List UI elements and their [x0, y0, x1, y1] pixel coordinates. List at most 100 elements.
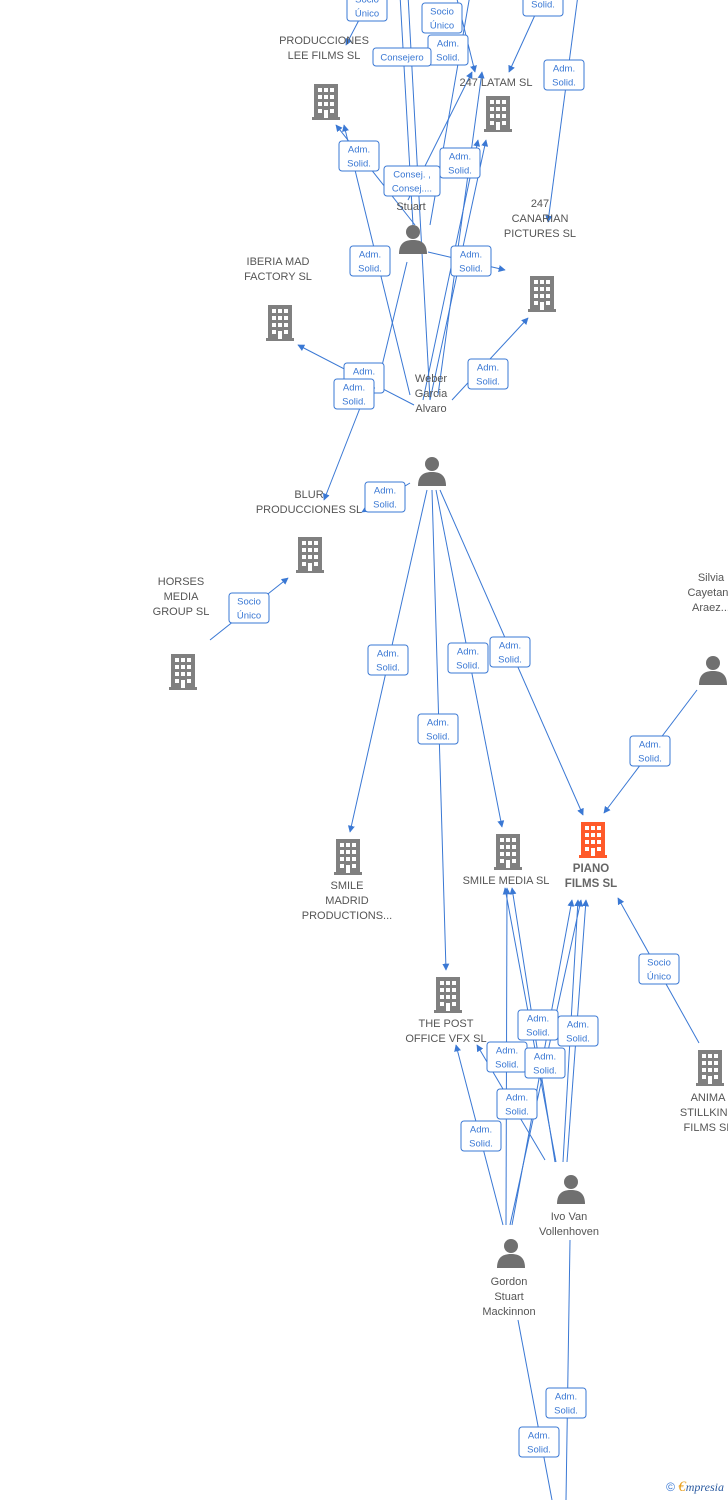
relation-label[interactable]: Adm.Solid. [517, 1009, 559, 1041]
edge-line [379, 261, 408, 375]
relation-label[interactable]: Adm.Solid. [450, 245, 492, 277]
relation-label[interactable]: Adm.Solid. [543, 59, 585, 91]
person-icon [497, 1239, 525, 1268]
edge-line [437, 71, 485, 396]
relation-label-box [518, 1426, 560, 1458]
relation-label-text: Solid. [495, 1060, 519, 1071]
relation-label[interactable]: Adm. Solid. [333, 378, 375, 410]
relation-label-text: Socio [355, 0, 379, 6]
relation-label-text: Consej.... [392, 184, 432, 195]
node-smilemedia[interactable]: SMILE MEDIA SL [463, 834, 550, 887]
relation-label[interactable]: Adm.Solid. [557, 1015, 599, 1047]
relation-label-box [524, 1047, 566, 1079]
node-label-line: PRODUCTIONS... [302, 910, 392, 922]
relation-label-text: Solid. [342, 397, 366, 408]
relation-label[interactable]: Adm.Solid. [427, 34, 469, 66]
relation-label-box [417, 713, 459, 745]
relation-label-box [439, 147, 481, 179]
node-smilemadrid[interactable]: SMILEMADRIDPRODUCTIONS... [302, 839, 392, 922]
node-anima[interactable]: ANIMASTILLKINGFILMS SL [680, 1050, 728, 1134]
relation-label-text: Solid. [552, 78, 576, 89]
relation-label-text: Adm. [528, 1431, 550, 1442]
relation-label[interactable]: Adm.Solid. [447, 642, 489, 674]
relation-label-text: Socio [237, 597, 261, 608]
relation-label-text: Adm. [457, 647, 479, 658]
person-icon [557, 1175, 585, 1204]
relation-label-text: Adm. [506, 1093, 528, 1104]
edge-line [517, 1319, 553, 1500]
relation-label-text: Adm. [449, 152, 471, 163]
relation-label-text: Adm. [499, 641, 521, 652]
relation-label[interactable]: Adm.Solid. [439, 147, 481, 179]
node-latam[interactable]: 247 LATAM SL [460, 77, 533, 132]
relation-label[interactable]: Adm.Solid. [349, 245, 391, 277]
person-icon [699, 656, 727, 685]
relation-label[interactable]: Solid. [522, 0, 564, 17]
edge-line [323, 407, 361, 501]
relation-label[interactable]: Adm. Solid. [518, 1426, 560, 1458]
node-label-line: IBERIA MAD [247, 256, 310, 268]
node-label-line: PICTURES SL [504, 228, 576, 240]
relation-label[interactable]: Adm.Solid. [338, 140, 380, 172]
node-label-line: Mackinnon [482, 1306, 535, 1318]
relation-label-text: Solid. [527, 1445, 551, 1456]
relation-label-text: Solid. [498, 655, 522, 666]
relation-label-text: Adm. [555, 1392, 577, 1403]
relation-label[interactable]: Adm.Solid. [364, 481, 406, 513]
relation-label[interactable]: Adm.Solid. [367, 644, 409, 676]
relation-label-text: Único [237, 611, 261, 622]
company-building-icon [528, 276, 556, 312]
relation-label-text: Adm. [477, 363, 499, 374]
relation-label[interactable]: Adm.Solid. [545, 1387, 587, 1419]
relation-label-text: Solid. [459, 264, 483, 275]
node-label-line: 247 LATAM SL [460, 77, 533, 89]
relation-label-text: Socio [647, 958, 671, 969]
node-label-line: Garcia [415, 388, 448, 400]
node-label-line: SMILE MEDIA SL [463, 875, 550, 887]
relation-label[interactable]: Adm. Solid. [489, 636, 531, 668]
footer-brand[interactable]: © €mpresia [666, 1479, 724, 1496]
node-label-line: PIANO [573, 863, 609, 875]
relation-label-text: Adm. [377, 649, 399, 660]
relation-label[interactable]: Adm.Solid. [629, 735, 671, 767]
relation-label-box [338, 140, 380, 172]
relation-label-text: Solid. [469, 1139, 493, 1150]
relation-label[interactable]: Adm.Solid. [486, 1041, 528, 1073]
relation-label[interactable]: Consej. , Consej.... [383, 165, 441, 197]
relation-label-text: Consej. , [393, 170, 431, 181]
relation-label[interactable]: Adm.Solid. [417, 713, 459, 745]
relation-label[interactable]: Consejero [372, 47, 432, 67]
relation-label-text: Único [355, 9, 379, 20]
edges-layer [209, 0, 700, 1500]
relation-label-box [557, 1015, 599, 1047]
relation-label[interactable]: Adm.Solid. [467, 358, 509, 390]
node-silvia[interactable]: SilviaCayetanoAraez... [687, 572, 728, 685]
relation-label-text: Solid. [566, 1034, 590, 1045]
copyright-symbol: © [666, 1480, 675, 1494]
relation-label-text: Solid. [358, 264, 382, 275]
relation-label-box [496, 1088, 538, 1120]
relation-label-box [349, 245, 391, 277]
relation-label[interactable]: Adm.Solid. [496, 1088, 538, 1120]
relation-label[interactable]: Adm.Solid. [460, 1120, 502, 1152]
node-stuart[interactable]: Stuart [396, 201, 427, 254]
relation-label-text: Adm. [343, 383, 365, 394]
company-building-icon [334, 839, 362, 875]
relation-label[interactable]: Adm.Solid. [524, 1047, 566, 1079]
